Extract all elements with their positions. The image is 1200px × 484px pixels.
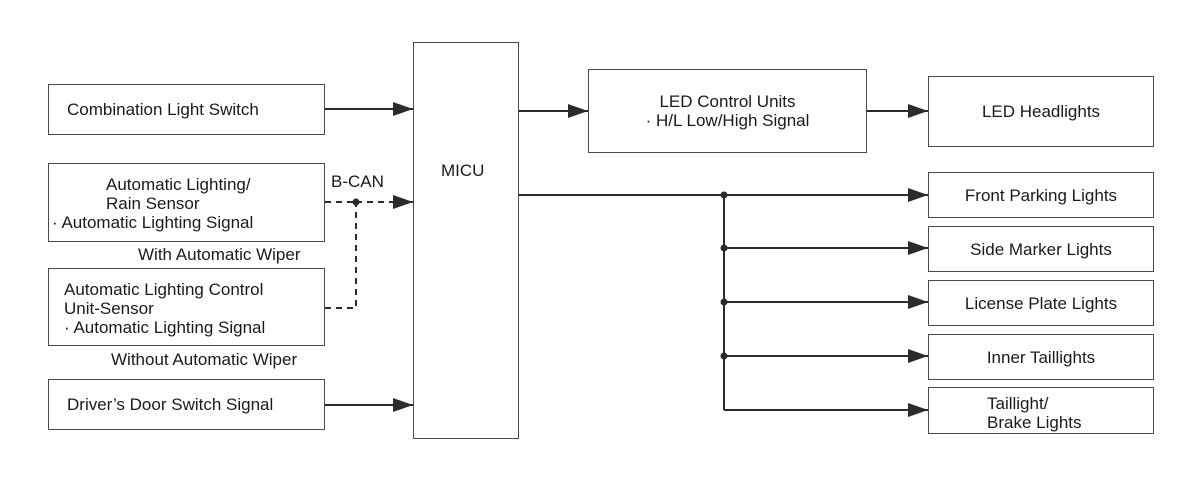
led-control-units-box: LED Control Units · H/L Low/High Signal bbox=[588, 69, 867, 153]
front-parking-lights-box: Front Parking Lights bbox=[928, 172, 1154, 218]
bcan-link-control-unit bbox=[325, 202, 357, 309]
rain-sensor-line1: Automatic Lighting/ bbox=[106, 175, 251, 194]
side-marker-lights-label: Side Marker Lights bbox=[970, 239, 1112, 259]
inner-taillights-box: Inner Taillights bbox=[928, 334, 1154, 380]
auto-lighting-control-unit-box: Automatic Lighting Control Unit-Sensor ·… bbox=[48, 268, 325, 346]
rain-sensor-line3: · Automatic Lighting Signal bbox=[52, 213, 254, 232]
junction-dot-license bbox=[720, 298, 728, 306]
inner-taillights-label: Inner Taillights bbox=[986, 347, 1096, 367]
rain-sensor-line2: Rain Sensor bbox=[106, 194, 200, 213]
control-unit-line3: · Automatic Lighting Signal bbox=[64, 318, 266, 337]
drivers-door-switch-label: Driver’s Door Switch Signal bbox=[67, 395, 274, 414]
led-control-line2: · H/L Low/High Signal bbox=[645, 111, 810, 130]
led-headlights-label: LED Headlights bbox=[981, 102, 1101, 121]
micu-box: MICU bbox=[413, 42, 519, 439]
license-plate-lights-box: License Plate Lights bbox=[928, 280, 1154, 326]
combination-light-switch-box: Combination Light Switch bbox=[48, 84, 325, 135]
bcan-label: B-CAN bbox=[331, 172, 384, 191]
control-unit-line2: Unit-Sensor bbox=[64, 299, 154, 318]
side-marker-lights-box: Side Marker Lights bbox=[928, 226, 1154, 272]
control-unit-line1: Automatic Lighting Control bbox=[64, 280, 264, 299]
taillight-line2: Brake Lights bbox=[987, 413, 1082, 432]
led-headlights-box: LED Headlights bbox=[928, 76, 1154, 147]
taillight-brake-lights-box: Taillight/ Brake Lights bbox=[928, 387, 1154, 434]
combination-light-switch-label: Combination Light Switch bbox=[67, 100, 259, 119]
junction-dot-inner bbox=[720, 352, 728, 360]
micu-label: MICU bbox=[441, 161, 485, 180]
junction-dot-front bbox=[720, 191, 728, 199]
junction-dot-bcan bbox=[352, 198, 360, 206]
led-control-line1: LED Control Units bbox=[659, 92, 796, 111]
drivers-door-switch-box: Driver’s Door Switch Signal bbox=[48, 379, 325, 430]
taillight-line1: Taillight/ bbox=[987, 394, 1049, 413]
with-automatic-wiper-label: With Automatic Wiper bbox=[138, 245, 301, 264]
front-parking-lights-label: Front Parking Lights bbox=[964, 185, 1118, 205]
auto-lighting-rain-sensor-box: Automatic Lighting/ Rain Sensor · Automa… bbox=[48, 163, 325, 242]
license-plate-lights-label: License Plate Lights bbox=[964, 293, 1118, 313]
junction-dot-side bbox=[720, 244, 728, 252]
without-automatic-wiper-label: Without Automatic Wiper bbox=[111, 350, 298, 369]
